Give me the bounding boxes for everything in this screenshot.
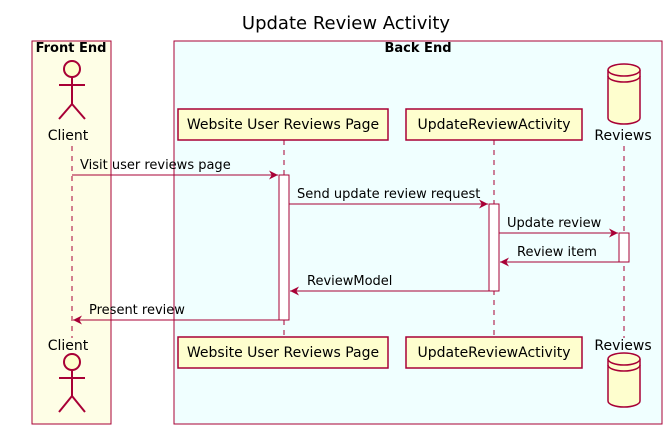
website-participant-top: Website User Reviews Page xyxy=(177,108,389,141)
message-send-update-review-request: Send update review request xyxy=(289,187,488,209)
participant-label: Website User Reviews Page xyxy=(187,117,379,133)
reviews-database-bottom: Reviews xyxy=(594,338,652,408)
message-label: ReviewModel xyxy=(307,274,392,289)
message-update-review: Update review xyxy=(499,216,618,238)
message-label: Send update review request xyxy=(297,187,480,202)
message-review-model: ReviewModel xyxy=(290,274,489,296)
message-present-review: Present review xyxy=(73,303,279,325)
participant-box xyxy=(177,336,389,369)
activity-participant-top: UpdateReviewActivity xyxy=(405,108,583,141)
database-icon xyxy=(607,63,641,125)
website-participant-bottom: Website User Reviews Page xyxy=(177,336,389,369)
participant-box xyxy=(405,108,583,141)
front-end-box-label: Front End xyxy=(36,41,107,56)
message-label: Review item xyxy=(517,245,597,260)
diagram-title: Update Review Activity xyxy=(242,13,451,34)
message-review-item: Review item xyxy=(500,245,619,267)
message-label: Present review xyxy=(89,303,185,318)
website-activation-bar xyxy=(278,174,290,321)
reviews-activation-bar xyxy=(618,232,630,263)
participant-label: Client xyxy=(48,128,89,144)
participant-label: UpdateReviewActivity xyxy=(417,345,570,361)
actor-icon xyxy=(58,60,86,120)
back-end-box-label: Back End xyxy=(385,41,452,56)
message-visit-user-reviews-page: Visit user reviews page xyxy=(72,158,278,180)
client-actor-bottom: Client xyxy=(48,338,89,413)
actor-icon xyxy=(58,353,86,413)
reviews-database-top: Reviews xyxy=(594,63,652,144)
participant-label: UpdateReviewActivity xyxy=(417,117,570,133)
participant-box xyxy=(177,108,389,141)
participant-label: Reviews xyxy=(594,128,651,144)
activity-participant-bottom: UpdateReviewActivity xyxy=(405,336,583,369)
activity-activation-bar xyxy=(488,203,500,292)
participant-label: Reviews xyxy=(594,338,651,354)
client-actor-top: Client xyxy=(48,60,89,144)
participant-label: Website User Reviews Page xyxy=(187,345,379,361)
message-label: Update review xyxy=(507,216,602,231)
participant-label: Client xyxy=(48,338,89,354)
message-label: Visit user reviews page xyxy=(80,158,231,173)
participant-box xyxy=(405,336,583,369)
database-icon xyxy=(607,352,641,408)
